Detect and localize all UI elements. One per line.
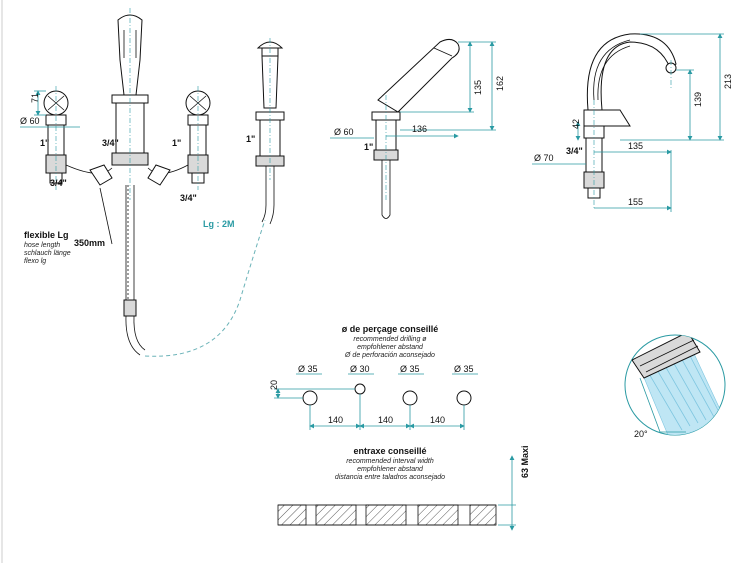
spout-side-view: 213 139 42 135 3/4" Ø 70 155 bbox=[532, 33, 733, 212]
drill-spacing-3: 140 bbox=[430, 415, 445, 425]
flexible-note-3: flexo lg bbox=[24, 258, 46, 265]
drill-height: 20 bbox=[269, 380, 279, 390]
drill-hole-1 bbox=[302, 390, 318, 406]
flexible-note-1: hose length bbox=[24, 242, 60, 249]
drill-dia-1: Ø 35 bbox=[298, 364, 318, 374]
drilling-section: ø de perçage conseillé recommended drill… bbox=[269, 324, 478, 430]
flexible-title: flexible Lg bbox=[24, 230, 69, 240]
handshower-view: 1" Lg : 2M bbox=[203, 38, 285, 229]
thread-right: 1" bbox=[172, 138, 181, 148]
side-dim-135: 135 bbox=[473, 80, 483, 95]
interval-sub-3: distancia entre taladros aconsejado bbox=[335, 474, 445, 481]
aerator-angle: 20° bbox=[634, 429, 648, 439]
flexible-length: 350mm bbox=[74, 238, 105, 248]
drilling-sub-1: recommended drilling ø bbox=[353, 336, 427, 343]
drill-spacing-1: 140 bbox=[328, 415, 343, 425]
spout-dim-213: 213 bbox=[723, 74, 733, 89]
drill-dia-2: Ø 30 bbox=[350, 364, 370, 374]
thread-left: 1" bbox=[40, 138, 49, 148]
handshower-thread: 1" bbox=[246, 134, 255, 144]
spout-thread: 3/4" bbox=[102, 138, 119, 148]
inlet-right: 3/4" bbox=[180, 193, 197, 203]
drill-hole-2 bbox=[354, 383, 366, 395]
interval-sub-1: recommended interval width bbox=[346, 458, 434, 465]
spout-dim-139: 139 bbox=[693, 92, 703, 107]
drill-hole-3 bbox=[402, 390, 418, 406]
drilling-title: ø de perçage conseillé bbox=[342, 324, 439, 334]
flexible-note-2: schlauch länge bbox=[24, 250, 71, 257]
drill-dia-4: Ø 35 bbox=[454, 364, 474, 374]
spout-thread: 3/4" bbox=[566, 146, 583, 156]
drill-spacing-2: 140 bbox=[378, 415, 393, 425]
drilling-sub-3: Ø de perforación aconsejado bbox=[344, 352, 435, 359]
spout-dim-155: 155 bbox=[628, 197, 643, 207]
side-dim-136: 136 bbox=[412, 124, 427, 134]
drill-hole-4 bbox=[456, 390, 472, 406]
side-view: 135 162 136 Ø 60 1" bbox=[330, 38, 505, 219]
interval-sub-2: empfohlener abstand bbox=[357, 466, 424, 473]
side-thread: 1" bbox=[364, 142, 373, 152]
drill-dia-3: Ø 35 bbox=[400, 364, 420, 374]
mixer-front-view: 71 Ø 60 1" 3/4" 1" 3/4" 3/4" flexible Lg… bbox=[20, 8, 266, 357]
drilling-sub-2: empfohlener abstand bbox=[357, 344, 424, 351]
spout-dim-135: 135 bbox=[628, 141, 643, 151]
spout-dim-42: 42 bbox=[571, 119, 581, 129]
side-dim-60: Ø 60 bbox=[334, 127, 354, 137]
interval-max: 63 Maxi bbox=[520, 445, 530, 478]
dim-60: Ø 60 bbox=[20, 116, 40, 126]
interval-section: entraxe conseillé recommended interval w… bbox=[277, 445, 530, 531]
spout-arc bbox=[586, 33, 677, 111]
dim-71: 71 bbox=[30, 93, 40, 103]
inlet-left: 3/4" bbox=[50, 178, 67, 188]
aerator-detail: 20° bbox=[624, 334, 726, 439]
side-dim-162: 162 bbox=[495, 76, 505, 91]
handshower-length: Lg : 2M bbox=[203, 219, 235, 229]
spout-dim-70: Ø 70 bbox=[534, 153, 554, 163]
interval-title: entraxe conseillé bbox=[353, 446, 426, 456]
side-shower bbox=[377, 38, 460, 113]
